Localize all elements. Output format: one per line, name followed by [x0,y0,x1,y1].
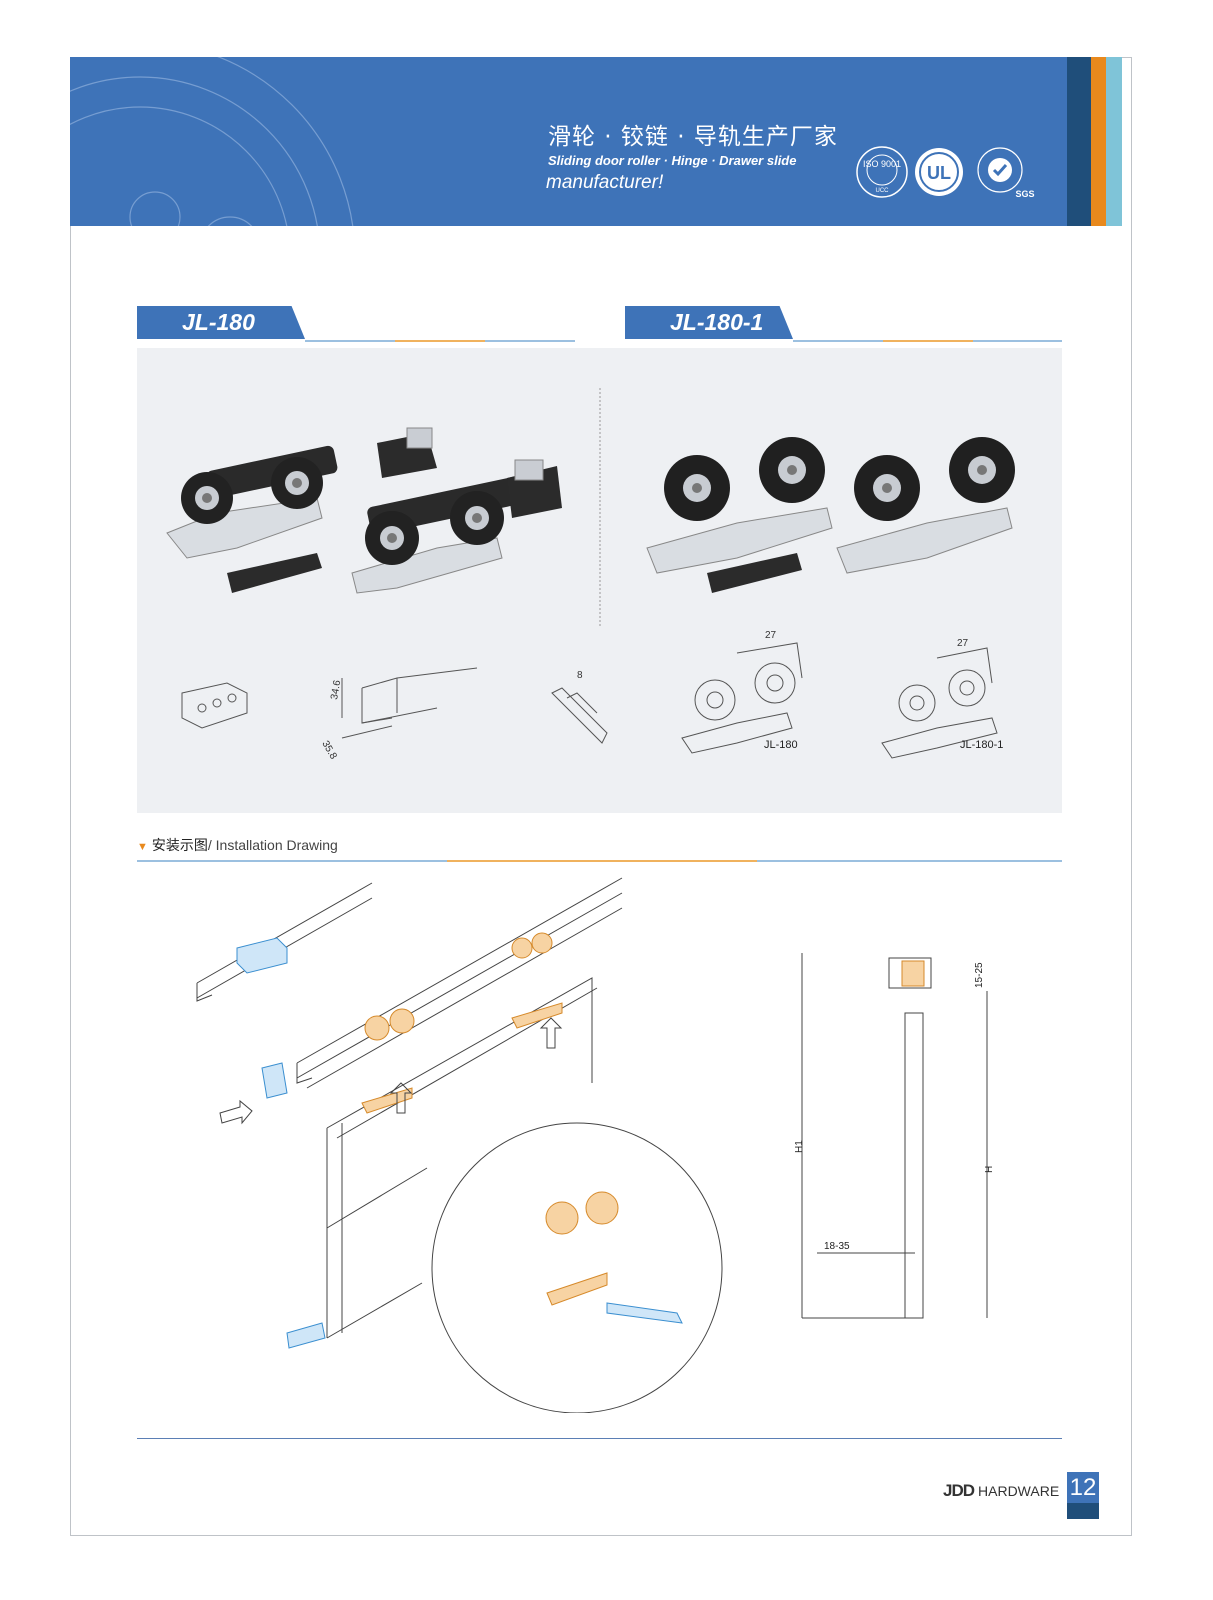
elevation-roller [901,960,925,987]
installation-title-en: / Installation Drawing [207,837,338,853]
section-underline [137,860,447,862]
product-tab-label: JL-180-1 [670,309,764,335]
wrench-icon [606,1302,683,1324]
installation-drawing: 15-25 H1 H 18-35 [196,877,995,1413]
detail-zoom-circle [431,1122,723,1413]
banner-title-en2: manufacturer! [546,172,664,193]
roller-orange [361,932,563,1114]
ul-label: UL [927,163,951,183]
iso-sub-label: UCC [876,188,890,194]
page-number: 12 [1067,1472,1099,1503]
detail-roller [545,1191,619,1306]
jl1801-drawing-label: JL-180-1 [960,739,1003,751]
jl180-line-drawing [681,642,803,754]
banner-stripe-light [1106,57,1122,226]
section-underline [447,860,757,862]
jl1801-dim: 27 [957,638,969,649]
banner-decoration [70,57,354,226]
sgs-badge-icon: SGS [977,147,1035,199]
brand-logo: JDD [943,1481,975,1500]
banner-stripe-orange [1091,57,1106,226]
iso-label: ISO 9001 [863,159,901,169]
sgs-label: SGS [1015,189,1034,199]
jl180-dim: 27 [765,630,777,641]
tab-underline [485,340,575,342]
guide-drawing [551,687,608,744]
jl1801-roller-photo [836,437,1015,574]
track-profile-drawing [341,667,478,739]
bracket-drawing [181,682,248,729]
page-number-bar [1067,1503,1099,1519]
section-underline [757,860,1062,862]
bracket-blue [236,937,326,1349]
jl180-drawing-label: JL-180 [764,739,798,751]
ul-badge-icon: UL [915,148,963,196]
triangle-icon: ▼ [137,841,148,853]
certification-badges: ISO 9001 UCC UL SGS [856,146,1035,199]
gap-dim: 15-25 [974,962,985,988]
product-illustrations: 34.6 35.8 8 27 JL-180 27 JL-180-1 [166,388,1015,762]
tab-underline [305,340,395,342]
tab-underline [973,340,1062,342]
jl1801-roller-photo [646,437,833,593]
installation-section-title: ▼安装示图/ Installation Drawing [137,835,338,855]
arrow-icon [219,1017,563,1125]
tab-underline [395,340,485,342]
track-width-dim: 35.8 [319,739,338,762]
header-banner [70,57,1102,226]
tab-underline [883,340,973,342]
guide-dim: 8 [577,670,583,681]
jl180-assembled-photo [351,427,562,594]
product-tab-jl180: JL-180 [137,306,305,339]
product-tab-jl1801: JL-180-1 [625,306,793,339]
jl180-roller-photo [166,445,338,593]
door-thickness-dim: 18-35 [824,1241,850,1252]
h1-dim: H1 [794,1140,805,1153]
footer-rule [137,1438,1062,1439]
side-elevation [801,953,988,1319]
banner-title-cn: 滑轮 · 铰链 · 导轨生产厂家 [548,124,838,150]
product-tab-label: JL-180 [182,309,255,335]
iso-9001-badge-icon: ISO 9001 UCC [856,146,908,198]
track-height-dim: 34.6 [329,679,343,701]
banner-title-en: Sliding door roller · Hinge · Drawer sli… [548,153,797,168]
banner-stripe-dark [1067,57,1091,226]
installation-title-cn: 安装示图 [151,837,208,853]
jl1801-line-drawing [881,647,998,759]
product-panel: 34.6 35.8 8 27 JL-180 27 JL-180-1 [137,348,1062,813]
h-dim: H [984,1166,995,1173]
tab-underline [793,340,883,342]
brand-text: HARDWARE [978,1483,1060,1499]
